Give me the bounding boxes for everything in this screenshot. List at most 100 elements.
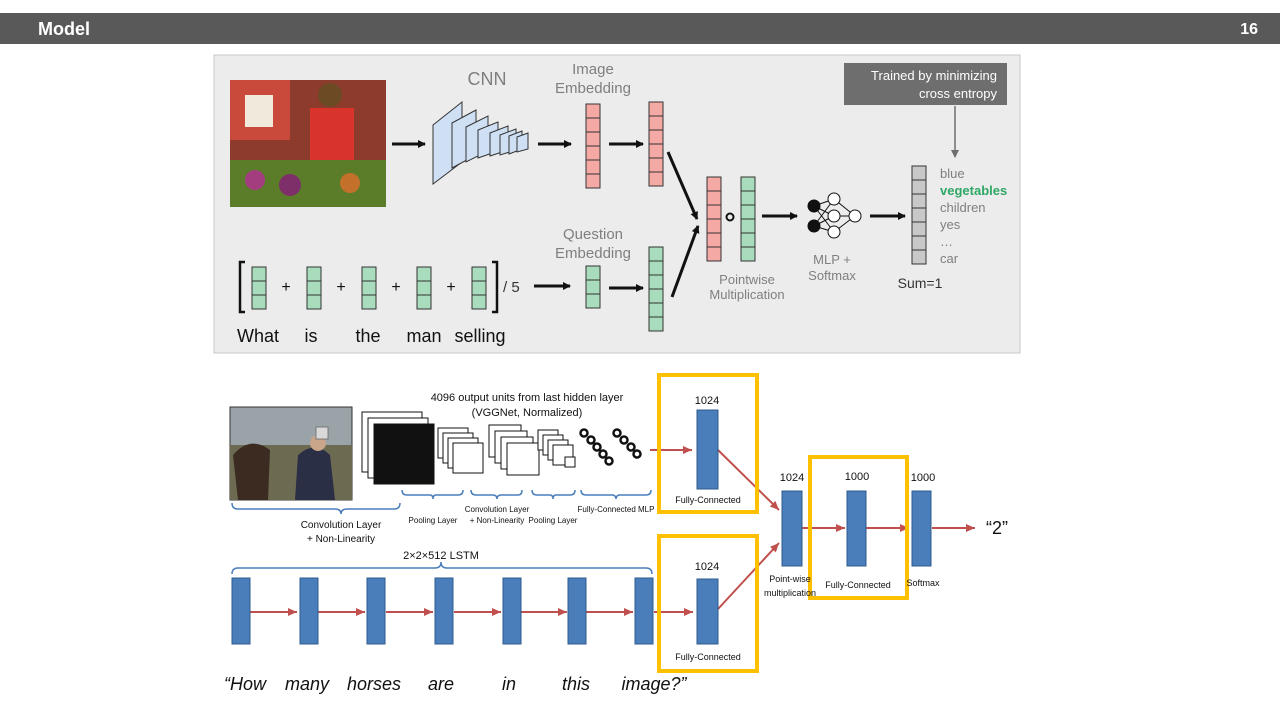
- header-bar: Model 16: [0, 13, 1280, 44]
- page-number: 16: [1240, 21, 1258, 38]
- pointwise-label-line2: multiplication: [764, 588, 816, 598]
- answer-yes: yes: [940, 217, 961, 232]
- fc-question-block: [696, 578, 719, 645]
- plus-sign: +: [446, 279, 455, 296]
- question-word: many: [285, 674, 330, 694]
- vgg-caption-line2: (VGGNet, Normalized): [472, 407, 583, 419]
- trained-note-line2: cross entropy: [919, 86, 998, 101]
- softmax-label: Softmax: [906, 578, 940, 588]
- bottom-diagram: 4096 output units from last hidden layer…: [224, 373, 1008, 694]
- pointwise-block: [781, 490, 803, 567]
- fc-out-label: Fully-Connected: [825, 580, 891, 590]
- question-word: are: [428, 674, 454, 694]
- fc-question-label: Fully-Connected: [675, 652, 741, 662]
- fc-out-size: 1000: [845, 471, 869, 483]
- question-word: is: [305, 326, 318, 346]
- answer-car: car: [940, 251, 959, 266]
- answer-children: children: [940, 200, 986, 215]
- vgg-caption-line1: 4096 output units from last hidden layer: [431, 392, 624, 404]
- lstm-cell: [231, 577, 251, 645]
- flow-arrows: [250, 446, 975, 616]
- softmax-block: [911, 490, 932, 567]
- pooling2-layer-label: Pooling Layer: [529, 516, 578, 525]
- cnn-label: CNN: [468, 69, 507, 89]
- question-embedding-projected-vector: [648, 246, 664, 332]
- lstm-label: 2×2×512 LSTM: [403, 550, 479, 562]
- layer-braces: [231, 489, 653, 575]
- question-embedding-vector: [585, 265, 601, 309]
- question-word: “How: [224, 674, 267, 694]
- pooling-layer-label: Pooling Layer: [409, 516, 458, 525]
- fc-image-label: Fully-Connected: [675, 495, 741, 505]
- answer-vegetables: vegetables: [940, 183, 1007, 198]
- conv-feature-maps-icon: [361, 411, 576, 485]
- highlight-boxes: [657, 373, 909, 673]
- answer-output: “2”: [986, 518, 1008, 538]
- fc-image-block: [696, 409, 719, 490]
- sum-label: Sum=1: [898, 275, 943, 291]
- trained-note-line1: Trained by minimizing: [871, 68, 997, 83]
- image-embedding-projected-vector: [648, 101, 664, 187]
- image-embedding-vector: [585, 103, 601, 189]
- softmax-output-vector: [911, 165, 927, 265]
- plus-sign: +: [336, 279, 345, 296]
- conv-layer-label-line2: + Non-Linearity: [307, 534, 375, 545]
- cnn-stack-icon: [432, 100, 529, 186]
- word-embedding-vector: [471, 266, 487, 310]
- question-word: in: [502, 674, 516, 694]
- lstm-cell: [299, 577, 319, 645]
- word-embedding-vector: [251, 266, 267, 310]
- lstm-cell: [567, 577, 587, 645]
- fc-question-size: 1024: [695, 561, 719, 573]
- question-word: horses: [347, 674, 401, 694]
- conv2-layer-label-line2: + Non-Linearity: [470, 516, 524, 525]
- image-embedding-label-line2: Embedding: [555, 80, 631, 97]
- question-word: man: [406, 326, 441, 346]
- question-embedding-label-line2: Embedding: [555, 245, 631, 262]
- question-word: the: [355, 326, 380, 346]
- mlp-label-line2: Softmax: [808, 268, 856, 283]
- mlp-label-line1: MLP +: [813, 252, 851, 267]
- answer-ellipsis: …: [940, 234, 953, 249]
- word-embedding-vector: [306, 266, 322, 310]
- word-embedding-vector: [416, 266, 432, 310]
- pointwise-label-line2: Multiplication: [709, 287, 784, 302]
- input-photo-vegetable-seller: [230, 80, 386, 207]
- lstm-cell: [366, 577, 386, 645]
- divide-label: / 5: [503, 279, 520, 296]
- lstm-cell: [502, 577, 522, 645]
- slide-title: Model: [38, 19, 90, 39]
- conv2-layer-label-line1: Convolution Layer: [465, 505, 530, 514]
- fused-image-vector: [706, 176, 722, 262]
- lstm-cell: [634, 577, 654, 645]
- conv-layer-label-line1: Convolution Layer: [301, 520, 382, 531]
- left-bracket: [238, 260, 245, 314]
- mlp-network-icon: [807, 192, 862, 239]
- input-photo-horses: [229, 406, 353, 501]
- lstm-cell: [434, 577, 454, 645]
- top-diagram: CNN Image Embedding Question Embedding T…: [213, 54, 1021, 354]
- question-word: selling: [454, 326, 505, 346]
- bottom-question: “How many horses are in this image?”: [224, 674, 688, 694]
- question-embedding-label-line1: Question: [563, 226, 623, 243]
- network-blocks: [231, 409, 932, 645]
- fc-output-block: [846, 490, 867, 567]
- question-word: image?”: [621, 674, 687, 694]
- pointwise-op-icon: [725, 212, 735, 222]
- question-word: this: [562, 674, 590, 694]
- softmax-size: 1000: [911, 472, 935, 484]
- fc-mlp-neurons-icon: [579, 428, 642, 466]
- trained-note-box: [844, 63, 1007, 105]
- image-embedding-label-line1: Image: [572, 61, 614, 78]
- pointwise-size: 1024: [780, 472, 804, 484]
- fc-image-size: 1024: [695, 395, 719, 407]
- fused-question-vector: [740, 176, 756, 262]
- answer-blue: blue: [940, 166, 965, 181]
- pointwise-label-line1: Point-wise: [769, 574, 811, 584]
- word-embedding-vector: [361, 266, 377, 310]
- right-bracket: [492, 260, 499, 314]
- question-word: What: [237, 326, 279, 346]
- fc-mlp-label: Fully-Connected MLP: [578, 505, 655, 514]
- plus-sign: +: [281, 279, 290, 296]
